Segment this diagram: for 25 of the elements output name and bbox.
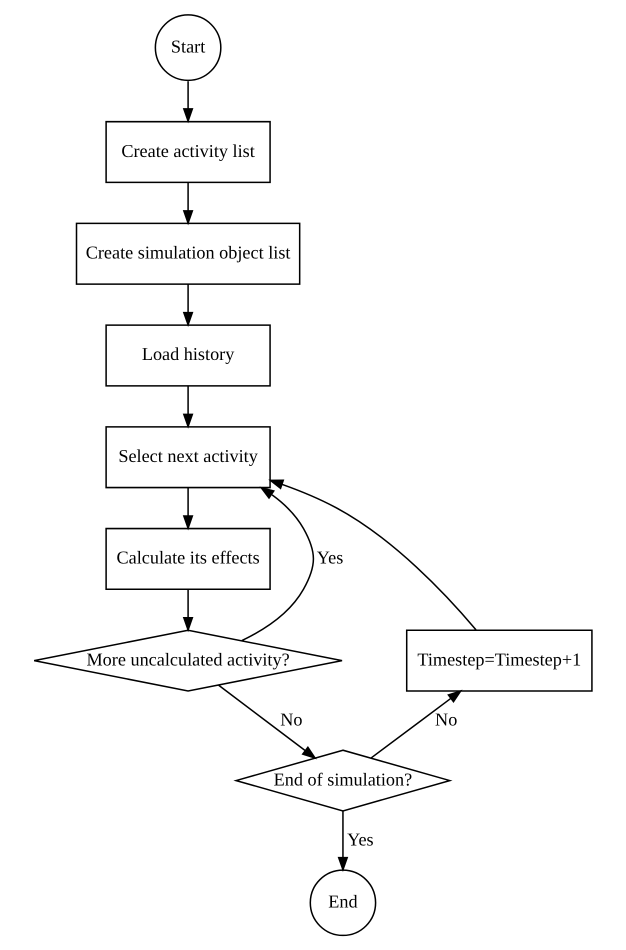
node-box: Create simulation object list xyxy=(76,222,300,285)
edge-label: Yes xyxy=(316,548,344,568)
node-circle: Start xyxy=(154,14,222,82)
arrow xyxy=(338,810,348,872)
arrow xyxy=(218,684,317,760)
node-box: Create activity list xyxy=(105,120,271,184)
node-diamond: End of simulation? xyxy=(233,749,453,812)
arrow xyxy=(182,590,194,632)
arrow xyxy=(182,81,194,124)
node-box: Load history xyxy=(105,324,271,387)
edge-label: Yes xyxy=(347,829,374,850)
node-circle: End xyxy=(310,869,376,936)
node-box: Select next activity xyxy=(105,426,271,488)
arrow xyxy=(242,486,314,642)
arrow xyxy=(182,182,194,226)
node-diamond: More uncalculated activity? xyxy=(33,630,343,692)
edge-label: No xyxy=(435,709,458,730)
node-box: Calculate its effects xyxy=(105,528,271,590)
node-box: Timestep=Timestep+1 xyxy=(406,630,593,692)
arrow xyxy=(268,480,477,630)
arrow xyxy=(182,488,194,530)
arrow xyxy=(182,386,194,429)
arrow xyxy=(370,690,462,758)
edge-label: No xyxy=(280,709,302,730)
arrow xyxy=(182,284,194,328)
